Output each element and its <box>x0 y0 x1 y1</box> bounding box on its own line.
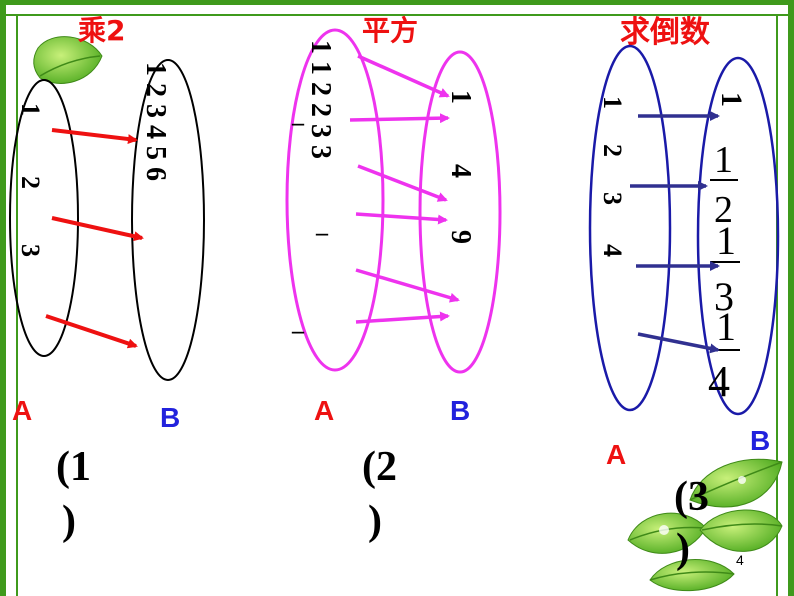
panel1-arrow <box>51 216 144 242</box>
panel3-label-a: A <box>606 439 626 470</box>
fraction-denominator: 3 <box>714 274 734 319</box>
panel3-a-value: 2 <box>598 144 627 157</box>
panel1-number: (1 <box>56 444 91 490</box>
panel3-number: (3 <box>674 474 709 520</box>
panel1-a-value: 3 <box>16 244 45 257</box>
panel1-title: 乘2 <box>78 14 125 47</box>
panel2-b-value: 1 <box>445 90 476 104</box>
panel2-number-close: ) <box>368 498 382 544</box>
panel1-arrow <box>51 128 138 145</box>
panel3-arrow <box>637 332 720 354</box>
panel2-b-value: 4 <box>445 164 476 178</box>
panel2-label-b: B <box>450 395 470 426</box>
panel2-title: 平方 <box>362 14 418 47</box>
panel1-number-close: ) <box>62 498 76 544</box>
panel2-arrow <box>355 268 460 303</box>
panel1-b-values: 1 2 3 4 5 6 <box>140 62 171 181</box>
frame-left-bar <box>0 0 6 596</box>
panel1-set-b-ellipse <box>131 59 205 381</box>
panel-1: 乘2 1 2 3 1 2 3 4 5 6 A B (1 ) <box>9 14 205 544</box>
frame-right-bar <box>788 0 794 596</box>
panel2-arrow <box>357 54 450 98</box>
panel1-label-a: A <box>12 395 32 426</box>
fraction-numerator: 1 <box>716 304 736 349</box>
fraction-denominator: 4 <box>708 357 730 406</box>
panel1-arrow <box>45 314 138 349</box>
panel-2: 平方 1 1 2 2 3 3 _ _ _ 1 4 9 A B (2 ) <box>285 14 502 544</box>
panel3-a-value: 3 <box>598 192 627 205</box>
panel2-set-a-ellipse <box>285 28 385 372</box>
panel1-a-value: 1 <box>16 103 45 116</box>
panel1-a-value: 2 <box>16 176 45 189</box>
panel2-arrow <box>355 212 448 225</box>
page-number: 4 <box>736 552 744 568</box>
panel1-set-a-ellipse <box>9 79 79 357</box>
fraction-numerator: 1 <box>716 218 736 263</box>
fraction-denominator: 2 <box>714 189 733 231</box>
panel2-set-b-ellipse <box>418 50 502 374</box>
panel1-label-b: B <box>160 402 180 433</box>
frame-top-bar <box>0 0 794 5</box>
leaf-icon <box>33 36 103 84</box>
frame-top-line <box>0 14 794 16</box>
panel2-arrow <box>349 113 450 124</box>
fraction-numerator: 1 <box>714 139 733 181</box>
panel2-dash: _ <box>315 212 329 238</box>
frame-right-line <box>776 14 778 596</box>
panel2-arrow <box>355 311 450 324</box>
panel3-label-b: B <box>750 425 770 456</box>
panel3-set-b-ellipse <box>696 56 780 416</box>
leaves-cluster-icon <box>627 458 783 592</box>
panel2-dash: _ <box>291 310 305 336</box>
panel2-number: (2 <box>362 444 397 490</box>
panel3-number-close: ) <box>676 526 690 572</box>
panel2-b-value: 9 <box>445 230 476 244</box>
panel2-a-values: 1 1 2 2 3 3 <box>305 40 336 159</box>
panel3-title: 求倒数 <box>620 15 711 50</box>
panel3-a-value: 4 <box>598 244 627 257</box>
panel2-label-a: A <box>314 395 334 426</box>
panel2-arrow <box>357 164 448 202</box>
panel3-set-a-ellipse <box>588 44 672 412</box>
panel3-b-value: 1 <box>715 92 748 107</box>
panel2-dash: _ <box>291 102 305 128</box>
panel3-a-value: 1 <box>598 96 627 109</box>
panel-3: 求倒数 1 2 3 4 1 1 2 1 3 1 4 A B <box>588 15 780 470</box>
